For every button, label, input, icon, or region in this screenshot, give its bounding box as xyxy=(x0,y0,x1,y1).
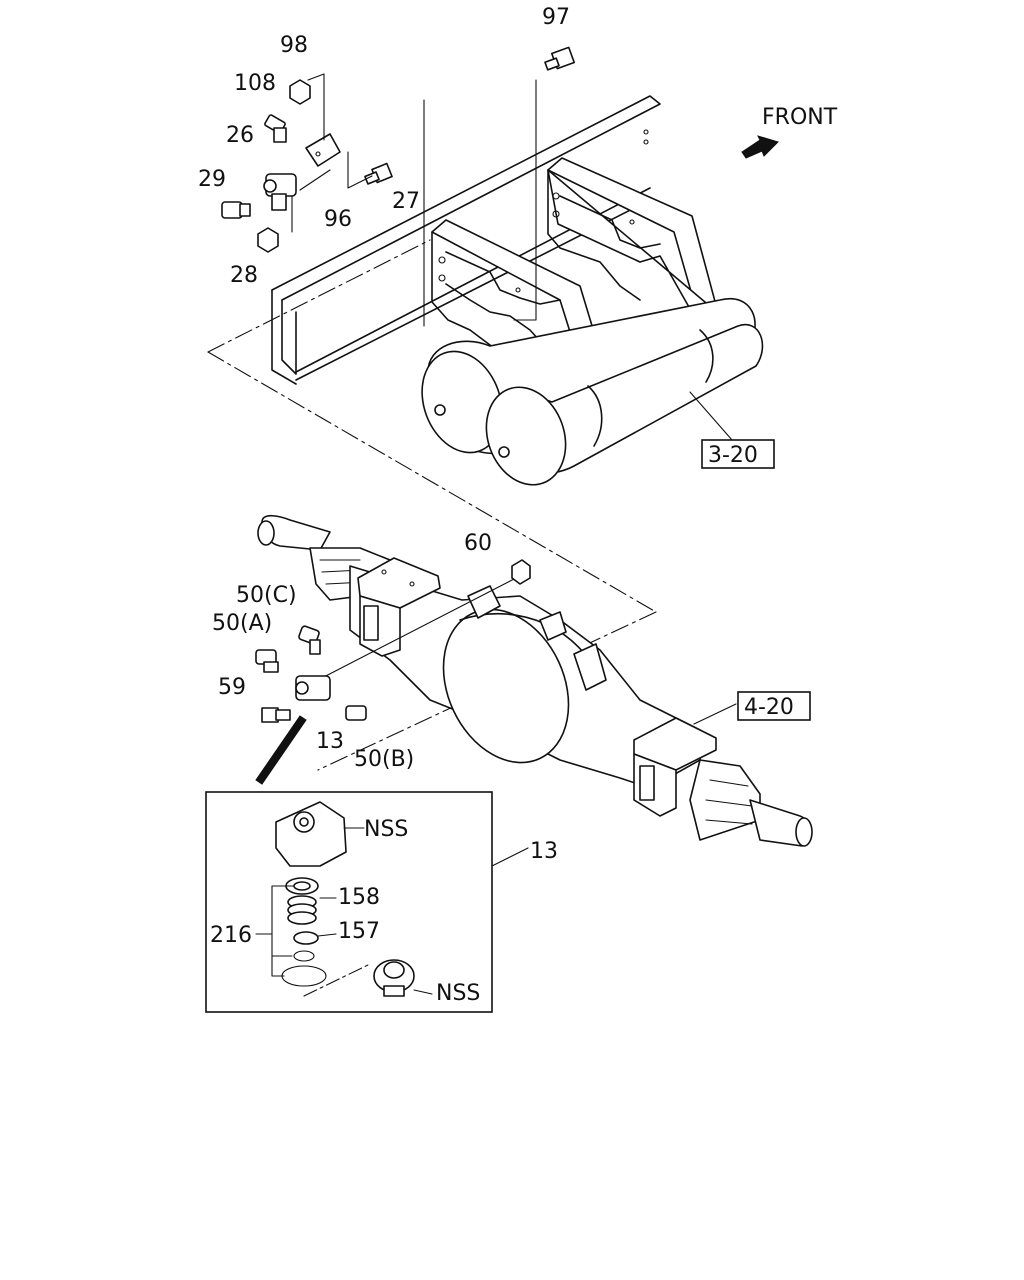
callout-13: 13 xyxy=(316,729,344,754)
front-label: FRONT xyxy=(762,105,838,130)
frame-and-air-tanks xyxy=(207,95,764,771)
reference-3-20: 3-20 xyxy=(708,443,758,468)
callout-50b: 50(B) xyxy=(354,747,414,772)
callout-157: 157 xyxy=(338,919,380,944)
valve-fittings xyxy=(255,559,531,785)
callout-50a: 50(A) xyxy=(212,611,272,636)
rear-axle xyxy=(257,514,813,847)
callout-59: 59 xyxy=(218,675,246,700)
detail-box-13 xyxy=(205,791,529,1013)
callout-50c: 50(C) xyxy=(236,583,297,608)
callout-216: 216 xyxy=(210,923,252,948)
callout-97: 97 xyxy=(542,5,570,30)
callout-27: 27 xyxy=(392,189,420,214)
callout-108: 108 xyxy=(234,71,276,96)
reference-4-20: 4-20 xyxy=(744,695,794,720)
callout-96: 96 xyxy=(324,207,352,232)
callout-13-detail: 13 xyxy=(530,839,558,864)
callout-60: 60 xyxy=(464,531,492,556)
callout-nss-top: NSS xyxy=(364,817,408,842)
callout-nss-bottom: NSS xyxy=(436,981,480,1006)
callout-98: 98 xyxy=(280,33,308,58)
callout-26: 26 xyxy=(226,123,254,148)
reference-box-4-20 xyxy=(737,691,811,721)
callout-28: 28 xyxy=(230,263,258,288)
reference-box-3-20 xyxy=(701,439,775,469)
callout-158: 158 xyxy=(338,885,380,910)
callout-29: 29 xyxy=(198,167,226,192)
tee-fitting-assembly xyxy=(221,46,575,321)
front-arrow-icon xyxy=(741,135,779,159)
